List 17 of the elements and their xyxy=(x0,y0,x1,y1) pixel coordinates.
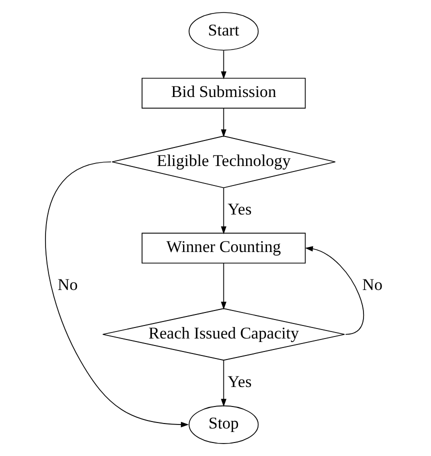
arrow xyxy=(220,263,226,310)
arrow xyxy=(220,360,226,407)
arrow xyxy=(44,161,188,428)
edge-label: No xyxy=(362,274,382,294)
arrow xyxy=(220,50,226,80)
edge-label: Yes xyxy=(227,372,252,391)
edge-label: Yes xyxy=(227,199,252,218)
node-ellipse: Stop xyxy=(188,405,258,444)
arrow xyxy=(220,108,226,138)
node-diamond: Reach Issued Capacity xyxy=(102,308,344,361)
edge-label: No xyxy=(57,274,78,294)
arrow xyxy=(220,187,226,234)
node-box: Bid Submission xyxy=(141,78,306,109)
node-diamond: Eligible Technology xyxy=(111,136,336,188)
node-box: Winner Counting xyxy=(141,232,306,264)
arrow xyxy=(304,246,364,335)
node-ellipse: Start xyxy=(188,12,258,51)
